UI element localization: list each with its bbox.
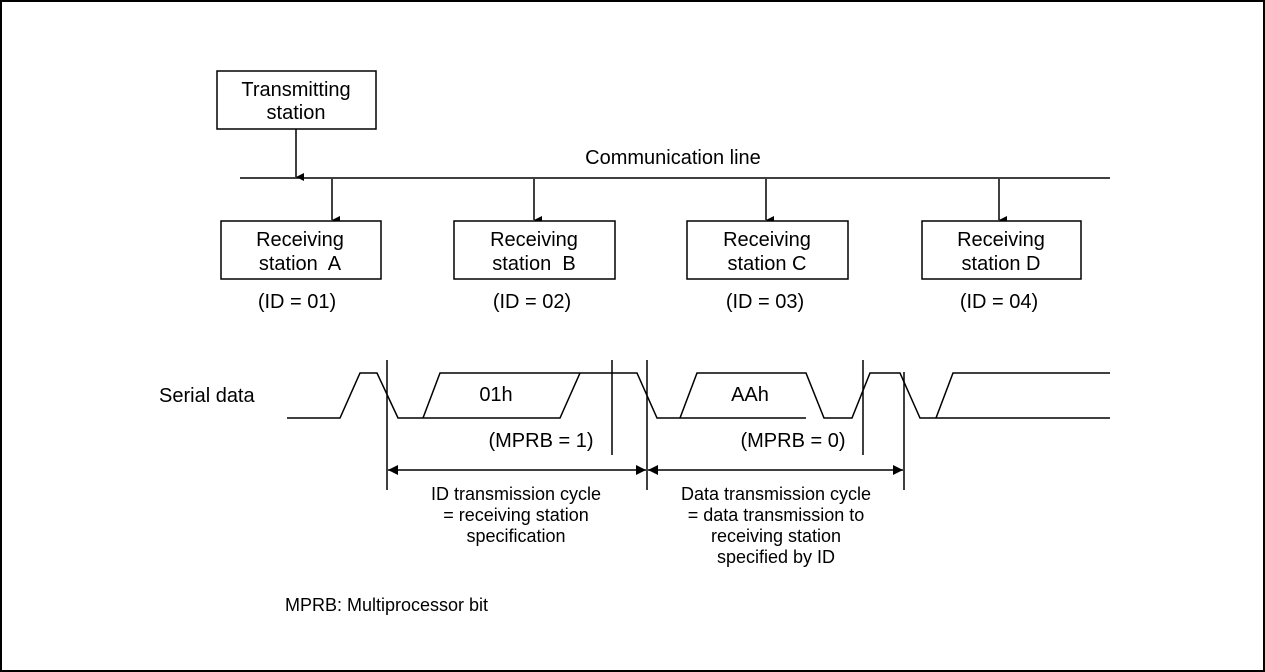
receiving-station-c-line2: station C bbox=[728, 253, 807, 275]
receiving-station-c-line1: Receiving bbox=[723, 229, 811, 251]
receiving-station-b-line2: station B bbox=[492, 253, 575, 275]
id-cycle-line3: specification bbox=[466, 526, 565, 546]
data-cycle-description: Data transmission cycle = data transmiss… bbox=[681, 484, 871, 567]
receiving-station-a: Receiving station A (ID = 01) bbox=[220, 179, 382, 313]
data-cycle-line4: specified by ID bbox=[717, 547, 835, 567]
receiving-station-b-id: (ID = 02) bbox=[493, 291, 571, 313]
receiving-station-d-id: (ID = 04) bbox=[960, 291, 1038, 313]
receiving-station-a-id: (ID = 01) bbox=[258, 291, 336, 313]
frame2-value: AAh bbox=[731, 384, 769, 406]
mprb0-label: (MPRB = 0) bbox=[740, 430, 845, 452]
receiving-station-b-box bbox=[453, 220, 616, 280]
id-cycle-description: ID transmission cycle = receiving statio… bbox=[431, 484, 601, 546]
transmitting-station: Transmitting station bbox=[216, 70, 377, 130]
data-cycle-line1: Data transmission cycle bbox=[681, 484, 871, 504]
receiving-station-d: Receiving station D (ID = 04) bbox=[921, 179, 1082, 313]
waveform-frame1-bottom bbox=[423, 372, 581, 419]
receiving-station-b-line1: Receiving bbox=[490, 229, 578, 251]
receiving-station-c: Receiving station C (ID = 03) bbox=[686, 179, 849, 313]
mprb1-label: (MPRB = 1) bbox=[488, 430, 593, 452]
waveform-idle-start bbox=[287, 372, 423, 419]
data-cycle-line3: receiving station bbox=[711, 526, 841, 546]
receiving-station-b: Receiving station B (ID = 02) bbox=[453, 179, 616, 313]
data-cycle-line2: = data transmission to bbox=[688, 505, 865, 525]
waveform-frame3-top bbox=[935, 372, 1110, 419]
waveform-frame1-top bbox=[422, 372, 580, 419]
receiving-station-c-box bbox=[686, 220, 849, 280]
waveform-stop1 bbox=[580, 372, 680, 419]
receiving-station-c-id: (ID = 03) bbox=[726, 291, 804, 313]
transmitting-station-box bbox=[216, 70, 377, 130]
id-cycle-line1: ID transmission cycle bbox=[431, 484, 601, 504]
communication-line-label: Communication line bbox=[585, 147, 761, 169]
serial-waveform bbox=[287, 372, 1110, 419]
waveform-frame2-top bbox=[679, 372, 936, 419]
footnote: MPRB: Multiprocessor bit bbox=[285, 595, 488, 615]
receiving-station-a-line2: station A bbox=[259, 253, 342, 275]
transmitting-station-line1: Transmitting bbox=[241, 79, 350, 101]
transmitting-station-line2: station bbox=[267, 102, 326, 124]
serial-data-label: Serial data bbox=[159, 385, 255, 407]
frame1-value: 01h bbox=[479, 384, 512, 406]
receiving-station-d-box bbox=[921, 220, 1082, 280]
receiving-station-d-line1: Receiving bbox=[957, 229, 1045, 251]
receiving-station-a-line1: Receiving bbox=[256, 229, 344, 251]
receiving-station-d-line2: station D bbox=[962, 253, 1041, 275]
id-cycle-line2: = receiving station bbox=[443, 505, 589, 525]
receiving-station-a-box bbox=[220, 220, 382, 280]
